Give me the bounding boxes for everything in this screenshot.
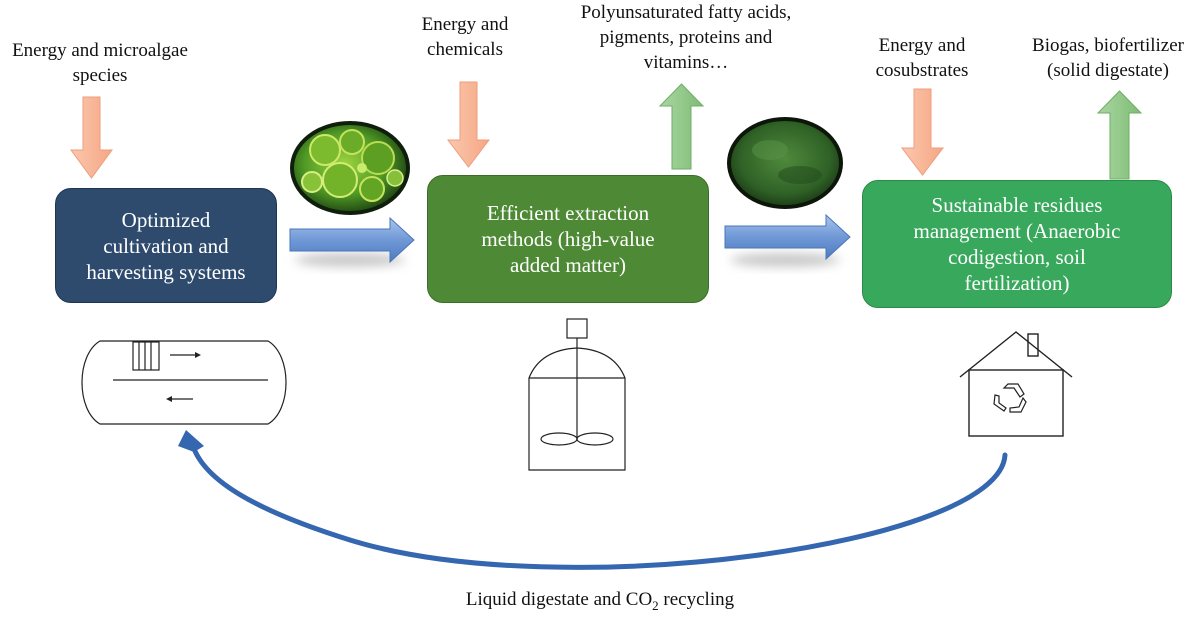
recycling-caption-prefix: Liquid digestate and CO — [465, 589, 653, 610]
recycling-loop-arrow — [178, 430, 1008, 570]
input-arrow-chemicals — [446, 81, 491, 168]
output-label-biogas: Biogas, biofertilizer (solid digestate) — [1032, 35, 1184, 81]
input-arrow-microalgae — [70, 96, 113, 179]
flow-arrow-extraction-to-residues — [724, 213, 851, 267]
stage-residues-label: Sustainable residues management (Anaerob… — [913, 193, 1121, 295]
input-label-microalgae: Energy and microalgae species — [12, 40, 188, 86]
recycle-icon — [993, 383, 1027, 413]
input-arrow-cosubstrates — [900, 88, 945, 176]
stage-cultivation-label: Optimized cultivation and harvesting sys… — [86, 207, 246, 284]
recycling-caption: Liquid digestate and CO2 recycling — [300, 588, 900, 618]
microalgae-cells-image — [290, 121, 410, 215]
recycling-house-icon — [959, 331, 1073, 437]
input-label-cosubstrates: Energy and cosubstrates — [875, 35, 969, 81]
output-arrow-biogas — [1096, 90, 1143, 180]
output-label-high-value: Polyunsaturated fatty acids, pigments, p… — [580, 2, 792, 73]
raceway-pond-drawing — [81, 340, 287, 425]
output-arrow-high-value — [658, 83, 705, 170]
stage-residues-box: Sustainable residues management (Anaerob… — [862, 180, 1172, 308]
recycling-caption-suffix: recycling — [658, 589, 735, 610]
recycling-caption-subscript: 2 — [652, 597, 659, 613]
stage-extraction-label: Efficient extraction methods (high-value… — [481, 201, 655, 277]
flow-arrow-cultivation-to-extraction — [289, 216, 415, 267]
stage-cultivation-box: Optimized cultivation and harvesting sys… — [55, 188, 277, 303]
stirred-reactor-drawing — [528, 318, 626, 471]
stage-extraction-box: Efficient extraction methods (high-value… — [427, 175, 709, 303]
algae-powder-image — [727, 117, 843, 209]
input-label-chemicals: Energy and chemicals — [421, 14, 509, 60]
